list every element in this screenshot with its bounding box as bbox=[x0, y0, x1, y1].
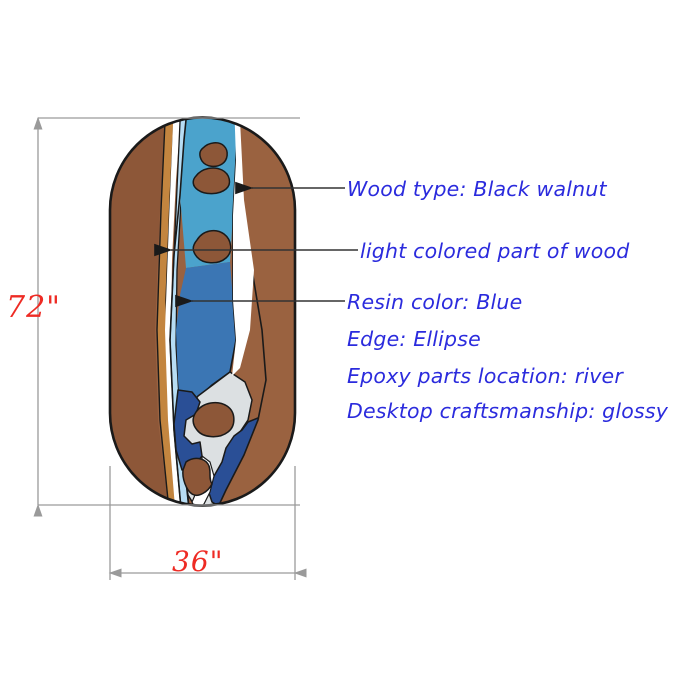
table-top-illustration bbox=[108, 116, 297, 507]
annotation-light-colored-wood: light colored part of wood bbox=[360, 239, 630, 263]
wood-right-slab bbox=[212, 117, 295, 506]
annotation-epoxy-parts-location: Epoxy parts location: river bbox=[347, 364, 623, 388]
wood-island-4 bbox=[192, 401, 235, 438]
annotation-resin-color: Resin color: Blue bbox=[347, 290, 523, 314]
annotation-desktop-craftsmanship: Desktop craftsmanship: glossy bbox=[347, 399, 669, 423]
wood-island-2 bbox=[192, 167, 231, 195]
wood-right-white-gap bbox=[232, 117, 254, 376]
wood-island-1 bbox=[199, 142, 228, 168]
dimension-width-label: 36" bbox=[172, 545, 224, 578]
resin-navy-left bbox=[173, 389, 203, 471]
leader-lines bbox=[154, 181, 358, 308]
wood-island-3 bbox=[192, 229, 232, 264]
table-outline bbox=[108, 116, 297, 507]
dimension-lines bbox=[33, 116, 307, 580]
dimension-height-label: 72" bbox=[6, 290, 61, 325]
wood-left-slab bbox=[110, 117, 170, 506]
annotation-wood-type: Wood type: Black walnut bbox=[347, 177, 607, 201]
annotation-edge: Edge: Ellipse bbox=[347, 327, 481, 351]
wood-island-5 bbox=[182, 457, 213, 496]
resin-white-highlight bbox=[165, 117, 184, 506]
